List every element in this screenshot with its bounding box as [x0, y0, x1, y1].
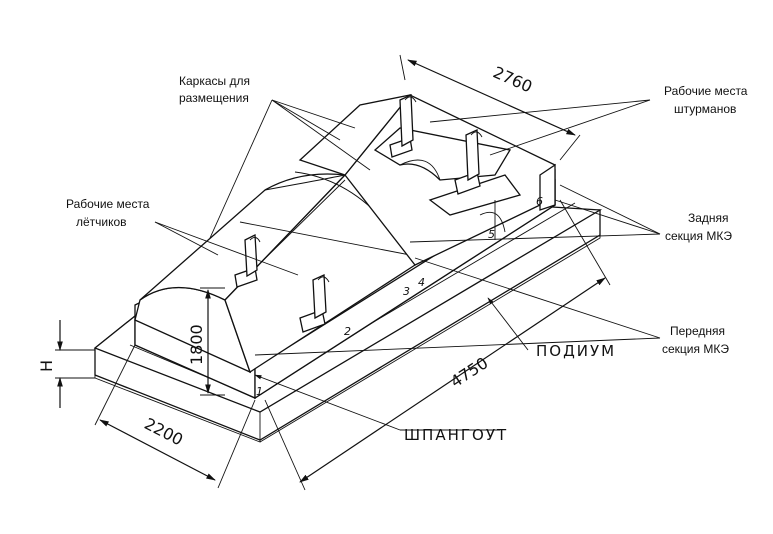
navigator-seat-right	[454, 129, 483, 195]
dimension-H: H	[37, 320, 95, 408]
label-navigator-seats-line2: штурманов	[674, 102, 736, 116]
frame-number-1: 1	[256, 385, 263, 398]
dim-4750-label: 4750	[447, 353, 491, 391]
dimension-1800: 1800	[187, 287, 225, 396]
label-frames-line2: размещения	[179, 91, 249, 105]
label-front-section: Передняя секция МКЭ	[662, 324, 729, 356]
label-frame-rib: ШПАНГОУТ	[404, 426, 508, 444]
frame-number-6: 6	[536, 195, 543, 208]
dim-1800-label: 1800	[187, 324, 206, 365]
frame-number-5: 5	[488, 228, 495, 241]
label-podium: ПОДИУМ	[536, 342, 616, 360]
frame-number-4: 4	[418, 276, 425, 289]
dim-2200-label: 2200	[141, 414, 186, 449]
frame-numbers: 1 2 3 4 5 6	[256, 195, 543, 398]
label-navigator-seats: Рабочие места штурманов	[664, 84, 748, 116]
label-pilot-seats-line2: лётчиков	[76, 215, 127, 229]
label-rear-section: Задняя секция МКЭ	[665, 211, 732, 243]
leader-lines	[154, 99, 661, 431]
label-frames: Каркасы для размещения	[179, 74, 250, 105]
label-navigator-seats-line1: Рабочие места	[664, 84, 748, 98]
frame-number-2: 2	[344, 325, 351, 338]
frame-number-3: 3	[403, 285, 410, 298]
label-rear-section-line2: секция МКЭ	[665, 229, 732, 243]
label-pilot-seats: Рабочие места лётчиков	[66, 197, 150, 229]
label-frames-line1: Каркасы для	[179, 74, 250, 88]
dim-H-label: H	[37, 360, 56, 372]
label-rear-section-line1: Задняя	[688, 211, 729, 225]
label-front-section-line2: секция МКЭ	[662, 342, 729, 356]
pilot-seat-left	[234, 233, 261, 288]
dim-2760-label: 2760	[490, 63, 535, 97]
label-front-section-line1: Передняя	[670, 324, 725, 338]
label-pilot-seats-line1: Рабочие места	[66, 197, 150, 211]
